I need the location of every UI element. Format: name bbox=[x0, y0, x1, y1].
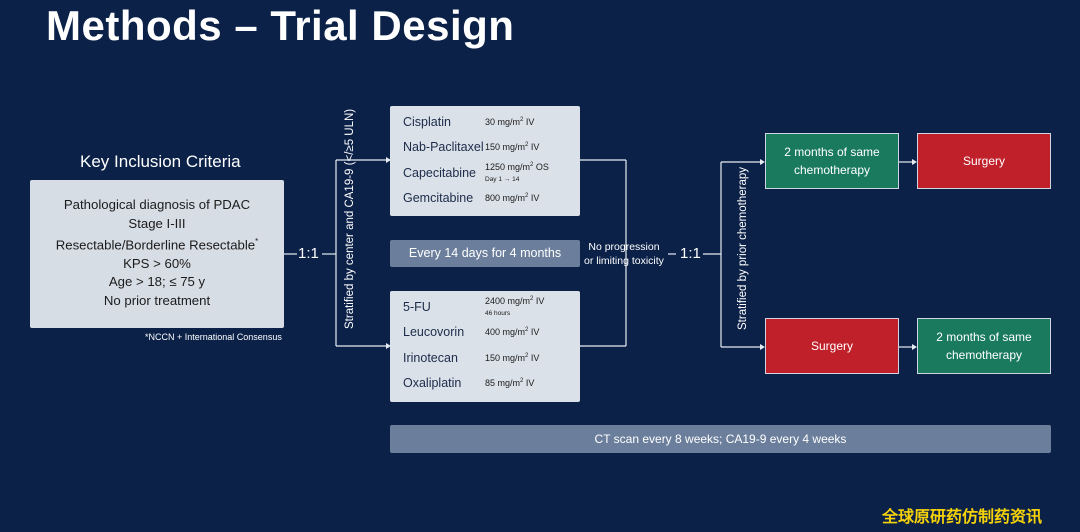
dose-route: IV bbox=[523, 117, 535, 127]
drug-name: Nab-Paclitaxel bbox=[403, 140, 484, 154]
dose-unit-superscript: 2 bbox=[520, 378, 524, 384]
drug-dose: 150 mg/m2 IV bbox=[485, 353, 539, 363]
dose-route: IV bbox=[533, 296, 545, 306]
footnote-marker: * bbox=[255, 237, 259, 246]
dose-unit-superscript: 2 bbox=[520, 117, 524, 123]
dose-unit-superscript: 2 bbox=[530, 162, 534, 168]
drug-dose: 1250 mg/m2 OS bbox=[485, 162, 549, 172]
randomization-ratio-second: 1:1 bbox=[680, 245, 701, 262]
dose-value: 400 mg/m bbox=[485, 327, 526, 337]
watermark: 全球原研药仿制药资讯 bbox=[882, 509, 1043, 526]
drug-name: Gemcitabine bbox=[403, 191, 474, 205]
criteria-list: Pathological diagnosis of PDAC Stage I-I… bbox=[30, 196, 284, 310]
drug-dose: 150 mg/m2 IV bbox=[485, 142, 539, 152]
criterion-item: Resectable/Borderline Resectable* bbox=[30, 233, 284, 255]
drug-dose: 30 mg/m2 IV bbox=[485, 117, 534, 127]
dose-route: IV bbox=[528, 142, 540, 152]
monitoring-bar: CT scan every 8 weeks; CA19-9 every 4 we… bbox=[390, 425, 1051, 453]
drug-dose: 2400 mg/m2 IV bbox=[485, 296, 544, 306]
cycle-bar: Every 14 days for 4 months bbox=[390, 240, 580, 267]
dose-note: Day 1 → 14 bbox=[485, 176, 520, 183]
drug-name: 5-FU bbox=[403, 300, 431, 314]
dose-unit-superscript: 2 bbox=[525, 142, 529, 148]
dose-route: IV bbox=[528, 193, 540, 203]
criterion-item: Age > 18; ≤ 75 y bbox=[108, 274, 206, 290]
dose-value: 2400 mg/m bbox=[485, 296, 531, 306]
outcome-surgery-first: Surgery bbox=[765, 318, 899, 374]
randomization-ratio-first: 1:1 bbox=[298, 245, 319, 262]
dose-value: 1250 mg/m bbox=[485, 162, 531, 172]
page-title: Methods – Trial Design bbox=[46, 2, 515, 49]
regimen-box-arm-a: Cisplatin 30 mg/m2 IV Nab-Paclitaxel 150… bbox=[390, 106, 580, 216]
dose-unit-superscript: 2 bbox=[525, 193, 529, 199]
dose-route: IV bbox=[528, 327, 540, 337]
drug-name: Irinotecan bbox=[403, 351, 458, 365]
dose-value: 800 mg/m bbox=[485, 193, 526, 203]
dose-value: 150 mg/m bbox=[485, 353, 526, 363]
drug-dose: 85 mg/m2 IV bbox=[485, 378, 534, 388]
drug-name: Leucovorin bbox=[403, 325, 465, 339]
regimen-box-arm-b: 5-FU 2400 mg/m2 IV 46 hours Leucovorin 4… bbox=[390, 291, 580, 402]
dose-unit-superscript: 2 bbox=[525, 353, 529, 359]
drug-name: Cisplatin bbox=[403, 115, 451, 129]
outcome-chemo-second: 2 months of same chemotherapy bbox=[917, 318, 1051, 374]
dose-unit-superscript: 2 bbox=[530, 296, 534, 302]
criteria-footnote: *NCCN + International Consensus bbox=[145, 332, 282, 342]
stratification-second: Stratified by prior chemotherapy bbox=[737, 167, 749, 330]
outcome-surgery-second: Surgery bbox=[917, 133, 1051, 189]
dose-value: 85 mg/m bbox=[485, 378, 521, 388]
dose-route: IV bbox=[523, 378, 535, 388]
criterion-item: Stage I-III bbox=[128, 215, 186, 231]
drug-dose: 800 mg/m2 IV bbox=[485, 193, 539, 203]
outcome-label: 2 months of same chemotherapy bbox=[784, 145, 880, 177]
dose-note: 46 hours bbox=[485, 310, 511, 317]
continuation-condition: No progression or limiting toxicity bbox=[584, 240, 664, 268]
dose-value: 30 mg/m bbox=[485, 117, 521, 127]
criterion-item: KPS > 60% bbox=[123, 255, 191, 271]
drug-name: Oxaliplatin bbox=[403, 376, 462, 390]
outcome-label: Surgery bbox=[962, 154, 1006, 168]
stratification-first: Stratified by center and CA19-9 (</≥5 UL… bbox=[344, 108, 356, 329]
criterion-text: Resectable/Borderline Resectable bbox=[55, 237, 256, 253]
criteria-heading: Key Inclusion Criteria bbox=[80, 152, 241, 171]
criterion-item: No prior treatment bbox=[103, 292, 211, 308]
drug-name: Capecitabine bbox=[403, 166, 476, 180]
outcome-label: Surgery bbox=[810, 339, 854, 353]
outcome-chemo-first: 2 months of same chemotherapy bbox=[765, 133, 899, 189]
criteria-box bbox=[30, 180, 284, 328]
dose-route: OS bbox=[533, 162, 549, 172]
dose-route: IV bbox=[528, 353, 540, 363]
condition-line: No progression bbox=[588, 241, 660, 253]
outcome-label: 2 months of same chemotherapy bbox=[936, 330, 1032, 362]
condition-line: or limiting toxicity bbox=[584, 255, 664, 267]
criterion-item: Pathological diagnosis of PDAC bbox=[63, 197, 251, 212]
dose-value: 150 mg/m bbox=[485, 142, 526, 152]
drug-dose: 400 mg/m2 IV bbox=[485, 327, 539, 337]
dose-unit-superscript: 2 bbox=[525, 327, 529, 333]
